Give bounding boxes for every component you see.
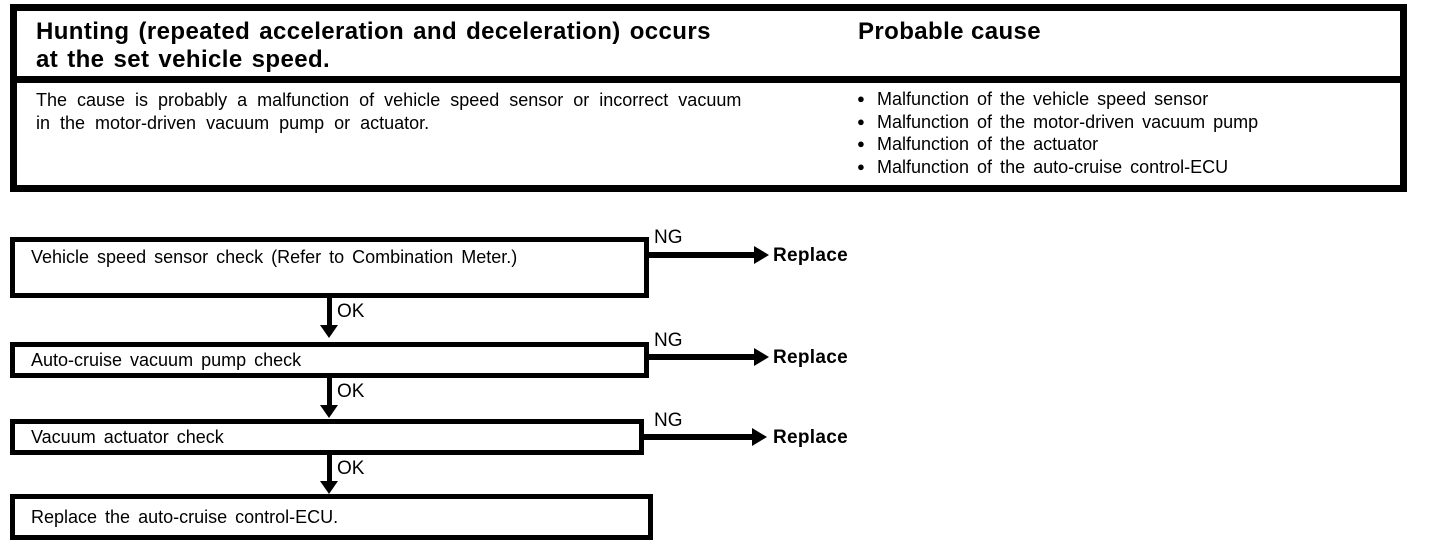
ng-label-3: NG bbox=[654, 410, 683, 431]
probable-cause-list: ● Malfunction of the vehicle speed senso… bbox=[845, 83, 1258, 185]
replace-action-3: Replace bbox=[773, 427, 848, 448]
ng-arrow-2-line bbox=[646, 354, 755, 360]
ok-arrow-1-line bbox=[327, 297, 332, 327]
bullet-icon: ● bbox=[857, 136, 865, 151]
bullet-icon: ● bbox=[857, 91, 865, 106]
replace-action-1: Replace bbox=[773, 245, 848, 266]
ok-arrow-3-line bbox=[327, 455, 332, 482]
bullet-icon: ● bbox=[857, 158, 865, 174]
ok-label-1: OK bbox=[337, 301, 365, 322]
ng-arrow-3-line bbox=[642, 434, 753, 440]
flowchart-step-1-box: Vehicle speed sensor check (Refer to Com… bbox=[10, 237, 649, 298]
cause-description-line2: in the motor-driven vacuum pump or actua… bbox=[36, 113, 430, 133]
bullet-icon: ● bbox=[857, 113, 865, 129]
cause-description-line1: The cause is probably a malfunction of v… bbox=[36, 90, 742, 110]
ng-arrow-1-head-icon bbox=[754, 246, 769, 264]
symptom-title: Hunting (repeated acceleration and decel… bbox=[17, 11, 845, 76]
probable-cause-text: Malfunction of the vehicle speed sensor bbox=[877, 89, 1209, 109]
flowchart-step-3-box: Vacuum actuator check bbox=[10, 419, 644, 455]
ok-arrow-3-head-icon bbox=[320, 481, 338, 494]
ng-arrow-2-head-icon bbox=[754, 348, 769, 366]
ng-arrow-3-head-icon bbox=[752, 428, 767, 446]
list-item: ● Malfunction of the motor-driven vacuum… bbox=[845, 111, 1258, 134]
symptom-title-line1: Hunting (repeated acceleration and decel… bbox=[36, 18, 711, 45]
replace-action-2: Replace bbox=[773, 347, 848, 368]
list-item: ● Malfunction of the auto-cruise control… bbox=[845, 156, 1258, 179]
flowchart-step-2-label: Auto-cruise vacuum pump check bbox=[31, 349, 302, 370]
flowchart-step-2-box: Auto-cruise vacuum pump check bbox=[10, 342, 649, 378]
ok-arrow-2-line bbox=[327, 377, 332, 406]
flowchart-final-label: Replace the auto-cruise control-ECU. bbox=[31, 506, 339, 527]
ok-label-3: OK bbox=[337, 458, 365, 479]
ng-arrow-1-line bbox=[648, 252, 755, 258]
ok-arrow-2-head-icon bbox=[320, 405, 338, 418]
probable-cause-header: Probable cause bbox=[858, 18, 1042, 45]
ng-label-2: NG bbox=[654, 330, 683, 351]
symptom-title-line2: at the set vehicle speed. bbox=[36, 46, 331, 73]
diagnosis-table-header-row: Hunting (repeated acceleration and decel… bbox=[17, 11, 1400, 83]
probable-cause-text: Malfunction of the auto-cruise control-E… bbox=[877, 156, 1229, 177]
list-item: ● Malfunction of the actuator bbox=[845, 133, 1258, 156]
list-item: ● Malfunction of the vehicle speed senso… bbox=[845, 88, 1258, 111]
probable-cause-text: Malfunction of the actuator bbox=[877, 134, 1099, 154]
cause-description: The cause is probably a malfunction of v… bbox=[17, 83, 845, 185]
ok-label-2: OK bbox=[337, 381, 365, 402]
probable-cause-text: Malfunction of the motor-driven vacuum p… bbox=[877, 111, 1259, 132]
diagnosis-table: Hunting (repeated acceleration and decel… bbox=[10, 4, 1407, 192]
flowchart-step-3-label: Vacuum actuator check bbox=[31, 426, 224, 447]
ng-label-1: NG bbox=[654, 227, 683, 248]
diagnosis-table-body-row: The cause is probably a malfunction of v… bbox=[17, 83, 1400, 185]
flowchart-step-1-label: Vehicle speed sensor check (Refer to Com… bbox=[31, 247, 518, 267]
flowchart-final-box: Replace the auto-cruise control-ECU. bbox=[10, 494, 653, 540]
ok-arrow-1-head-icon bbox=[320, 325, 338, 338]
